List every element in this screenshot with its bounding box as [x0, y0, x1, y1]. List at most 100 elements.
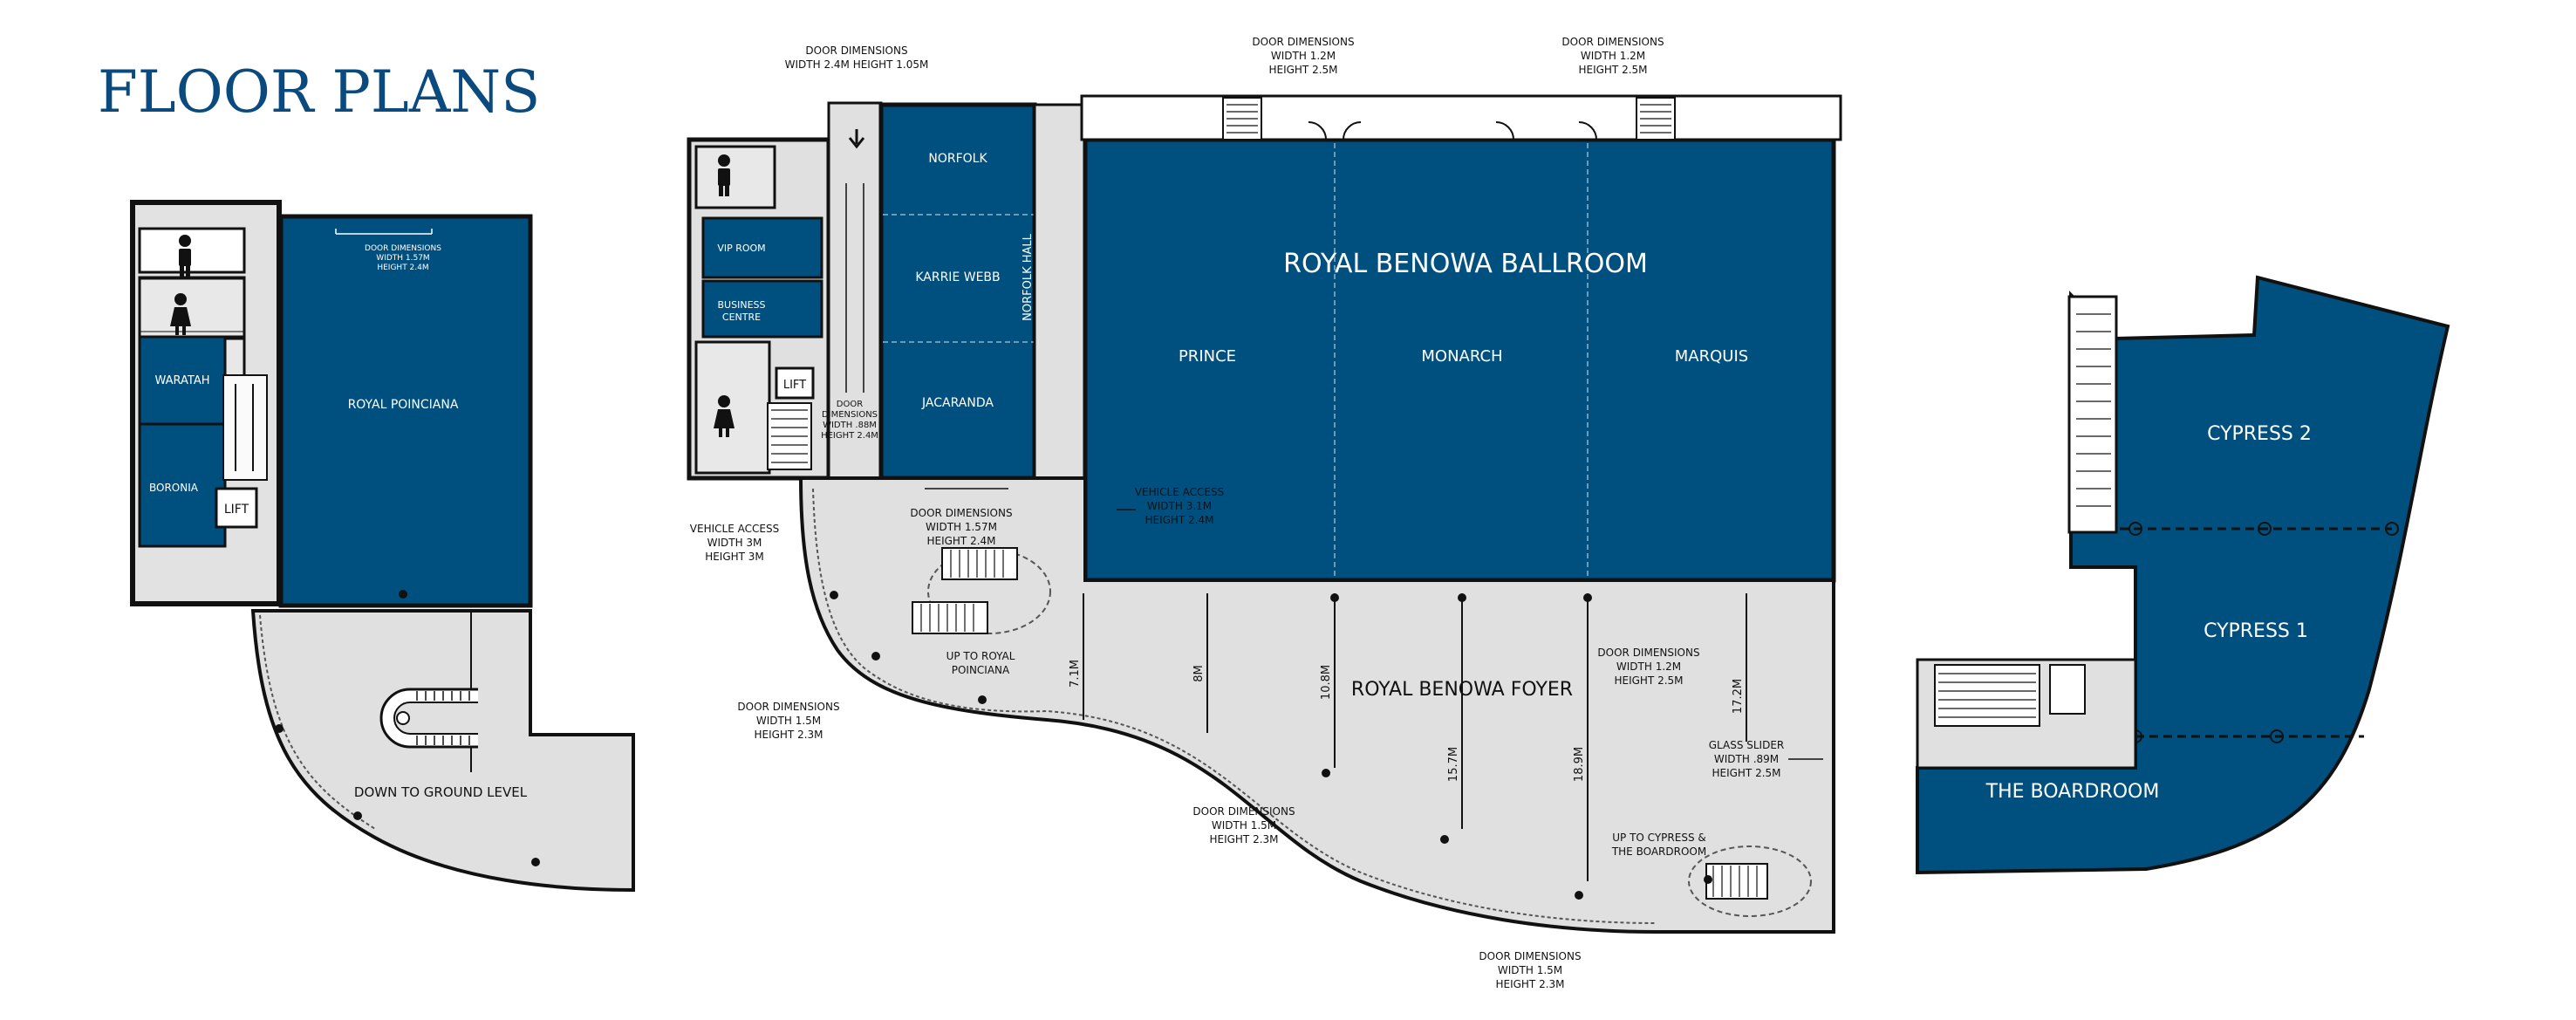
room-business-centre[interactable]: [701, 279, 823, 339]
room-boronia[interactable]: [138, 422, 227, 548]
cypress-service-strip: [2067, 295, 2118, 534]
room-vip[interactable]: [701, 216, 823, 279]
room-boardroom[interactable]: [1919, 771, 2207, 869]
ballroom-title-label: ROYAL BENOWA BALLROOM: [1283, 249, 1648, 279]
svg-text:DIMENSIONS: DIMENSIONS: [822, 410, 878, 420]
note-door-foyer-right: DOOR DIMENSIONS WIDTH 1.2M HEIGHT 2.5M: [1597, 647, 1699, 687]
left-stair-block: [138, 227, 246, 274]
female-restroom-icon: [170, 293, 191, 335]
room-boardroom-label: THE BOARDROOM: [1985, 781, 2160, 803]
svg-text:VEHICLE ACCESS: VEHICLE ACCESS: [690, 523, 779, 535]
room-marquis-label: MARQUIS: [1675, 347, 1748, 366]
svg-text:HEIGHT 2.4M: HEIGHT 2.4M: [821, 431, 878, 441]
svg-text:DOOR DIMENSIONS: DOOR DIMENSIONS: [365, 244, 441, 253]
room-cypress-2[interactable]: [2120, 339, 2390, 522]
foyer-columns: [830, 591, 1712, 900]
svg-text:WIDTH .88M: WIDTH .88M: [823, 421, 877, 430]
note-door-foyer-bottom: DOOR DIMENSIONS WIDTH 1.5M HEIGHT 2.3M: [1479, 950, 1581, 990]
note-door-top-left: DOOR DIMENSIONS WIDTH 2.4M HEIGHT 1.05M: [785, 44, 929, 71]
dim-10-8m: 10.8M: [1320, 665, 1333, 700]
room-cypress-1[interactable]: [2139, 534, 2366, 729]
svg-text:BUSINESS: BUSINESS: [718, 299, 766, 311]
right-blue-outline: [1916, 275, 2450, 875]
svg-text:DOOR DIMENSIONS: DOOR DIMENSIONS: [1597, 647, 1699, 659]
dim-7-1m: 7.1M: [1069, 660, 1082, 688]
svg-text:WIDTH 1.5M: WIDTH 1.5M: [1212, 819, 1276, 832]
dim-17-2m: 17.2M: [1732, 679, 1745, 714]
svg-text:HEIGHT 2.3M: HEIGHT 2.3M: [754, 729, 823, 741]
royal-benowa-foyer[interactable]: [798, 476, 1835, 934]
svg-text:HEIGHT 2.3M: HEIGHT 2.3M: [1209, 833, 1278, 845]
svg-text:WIDTH 1.2M: WIDTH 1.2M: [1271, 50, 1336, 62]
room-boronia-label: BORONIA: [149, 482, 199, 494]
svg-text:WIDTH .89M: WIDTH .89M: [1714, 753, 1779, 765]
note-door-hall: DOOR DIMENSIONS WIDTH .88M HEIGHT 2.4M: [821, 400, 878, 441]
svg-text:UP TO ROYAL: UP TO ROYAL: [946, 650, 1015, 662]
svg-text:WIDTH 3M: WIDTH 3M: [707, 537, 762, 549]
note-vehicle-ballroom: VEHICLE ACCESS WIDTH 3.1M HEIGHT 2.4M: [1117, 486, 1224, 526]
svg-text:HEIGHT 2.4M: HEIGHT 2.4M: [377, 264, 428, 272]
note-vehicle-left: VEHICLE ACCESS WIDTH 3M HEIGHT 3M: [690, 523, 779, 563]
dim-15-7m: 15.7M: [1447, 747, 1460, 782]
note-door-foyer-mid: DOOR DIMENSIONS WIDTH 1.5M HEIGHT 2.3M: [1192, 805, 1295, 845]
center-lift-label: LIFT: [783, 379, 806, 392]
down-to-ground-level-label: DOWN TO GROUND LEVEL: [354, 784, 528, 800]
left-stair: [379, 688, 478, 749]
svg-text:DOOR DIMENSIONS: DOOR DIMENSIONS: [1479, 950, 1581, 962]
page-title: FLOOR PLANS: [98, 58, 540, 126]
left-lift-label: LIFT: [224, 503, 249, 517]
left-corridor: [222, 374, 268, 481]
norfolk-hall[interactable]: [878, 102, 1037, 481]
svg-text:POINCIANA: POINCIANA: [952, 664, 1010, 676]
note-door-foyer-left: DOOR DIMENSIONS WIDTH 1.5M HEIGHT 2.3M: [737, 701, 839, 741]
left-door-note: DOOR DIMENSIONS WIDTH 1.57M HEIGHT 2.4M: [335, 229, 441, 272]
down-arrow-icon: [848, 129, 865, 149]
note-door-top-mid: DOOR DIMENSIONS WIDTH 1.2M HEIGHT 2.5M: [1252, 36, 1354, 76]
royal-benowa-ballroom[interactable]: [1083, 137, 1836, 583]
room-prince-label: PRINCE: [1179, 347, 1236, 366]
svg-text:WIDTH 1.5M: WIDTH 1.5M: [1498, 964, 1562, 976]
svg-text:THE BOARDROOM: THE BOARDROOM: [1611, 845, 1706, 858]
room-waratah-label: WARATAH: [154, 374, 209, 387]
note-door-top-right: DOOR DIMENSIONS WIDTH 1.2M HEIGHT 2.5M: [1561, 36, 1664, 76]
room-cypress-1-label: CYPRESS 1: [2204, 620, 2308, 642]
svg-text:WIDTH 1.57M: WIDTH 1.57M: [926, 521, 997, 533]
room-jacaranda-label: JACARANDA: [921, 396, 994, 410]
svg-text:WIDTH 1.5M: WIDTH 1.5M: [756, 715, 821, 727]
svg-text:DOOR DIMENSIONS: DOOR DIMENSIONS: [910, 507, 1012, 519]
svg-text:DOOR DIMENSIONS: DOOR DIMENSIONS: [1192, 805, 1295, 818]
note-up-to-cypress: UP TO CYPRESS & THE BOARDROOM: [1611, 832, 1706, 858]
center-male-restroom: [694, 145, 776, 209]
room-monarch-label: MONARCH: [1421, 347, 1502, 366]
svg-text:WIDTH 1.2M: WIDTH 1.2M: [1581, 50, 1645, 62]
cypress-escalator: [1688, 845, 1812, 917]
svg-text:UP TO CYPRESS &: UP TO CYPRESS &: [1612, 832, 1705, 844]
left-lift: [215, 487, 258, 529]
svg-text:HEIGHT 2.3M: HEIGHT 2.3M: [1495, 978, 1564, 990]
poinciana-escalator: [912, 547, 1051, 634]
center-female-restroom-icon: [714, 395, 735, 437]
svg-text:HEIGHT 2.4M: HEIGHT 2.4M: [926, 535, 995, 547]
svg-text:CENTRE: CENTRE: [722, 311, 761, 323]
right-floor-plan: CYPRESS 2 CYPRESS 1 THE BOARDROOM: [1916, 275, 2450, 875]
svg-text:WIDTH 1.57M: WIDTH 1.57M: [376, 254, 429, 263]
svg-text:WIDTH 2.4M HEIGHT 1.05M: WIDTH 2.4M HEIGHT 1.05M: [785, 58, 929, 71]
center-lift: [775, 366, 815, 400]
svg-text:HEIGHT 2.5M: HEIGHT 2.5M: [1712, 767, 1780, 779]
center-male-restroom-icon: [718, 154, 730, 196]
center-floor-plan: VIP ROOM BUSINESS CENTRE LIFT NORFOLK KA…: [687, 36, 1842, 990]
svg-text:VEHICLE ACCESS: VEHICLE ACCESS: [1135, 486, 1224, 498]
svg-text:HEIGHT 3M: HEIGHT 3M: [705, 551, 764, 563]
dim-8m: 8M: [1192, 665, 1206, 682]
svg-text:WIDTH 1.2M: WIDTH 1.2M: [1616, 661, 1681, 673]
svg-text:WIDTH 3.1M: WIDTH 3.1M: [1147, 500, 1212, 512]
ballroom-top-service: [1080, 94, 1842, 141]
svg-text:HEIGHT 2.5M: HEIGHT 2.5M: [1578, 64, 1647, 76]
svg-text:DOOR DIMENSIONS: DOOR DIMENSIONS: [805, 44, 907, 57]
room-cypress-2-label: CYPRESS 2: [2207, 423, 2312, 445]
norfolk-hall-label: NORFOLK HALL: [1022, 233, 1035, 321]
svg-text:HEIGHT 2.5M: HEIGHT 2.5M: [1268, 64, 1337, 76]
svg-text:DOOR DIMENSIONS: DOOR DIMENSIONS: [737, 701, 839, 713]
room-royal-poinciana[interactable]: [278, 214, 533, 608]
